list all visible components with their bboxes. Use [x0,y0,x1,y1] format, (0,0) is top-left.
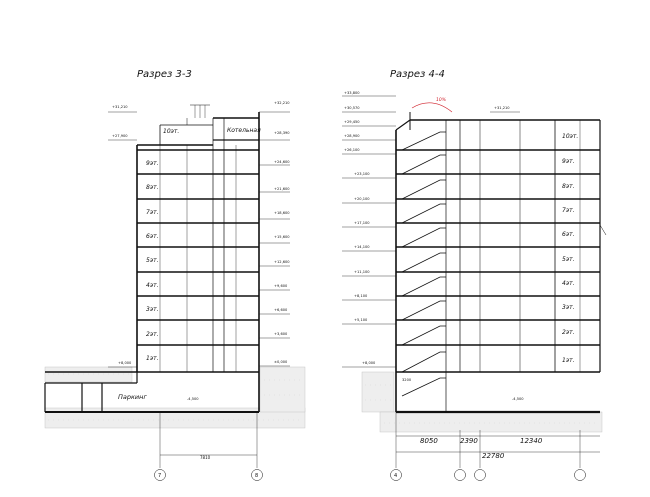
elevation-label: +15,600 [274,235,290,239]
right-ground-hatch [361,371,603,433]
left-floor-label: 2эт. [146,331,159,338]
ground-elevation-label: +8,000 [118,361,132,365]
right-elevation-labels: +33,800 +30,570 +29,450 +28,900 +26,100 … [344,91,524,401]
parking-label: Паркинг [118,393,147,401]
left-top-floor-label: 10эт. [163,128,179,135]
elevation-label: +14,100 [354,245,370,249]
dimension-label: 12340 [520,437,543,445]
elevation-label: +8,100 [354,294,368,298]
left-floor-label: 5эт. [146,257,159,264]
elevation-label: +28,390 [274,131,290,135]
slope-annotation: 10% [411,97,453,113]
right-floor-label: 2эт. [562,329,575,336]
right-floor-labels: 1эт. 2эт. 3эт. 4эт. 5эт. 6эт. 7эт. 8эт. … [562,133,578,364]
elevation-label: +21,600 [274,187,290,191]
elevation-label: +33,800 [344,91,360,95]
dimension-label: 8050 [420,437,438,445]
left-floor-label: 7эт. [146,209,159,216]
elevation-label: +23,100 [354,172,370,176]
elevation-label: +24,600 [274,160,290,164]
slope-label: 10% [436,97,446,103]
left-floor-label: 3эт. [146,306,159,313]
elevation-label: +20,100 [354,197,370,201]
right-floor-label: 4эт. [562,280,575,287]
left-floor-label: 8эт. [146,184,159,191]
elevation-label: +9,600 [274,284,288,288]
left-building-frame [44,104,260,468]
right-floor-label: 10эт. [562,133,578,140]
right-floor-label: 7эт. [562,207,575,214]
staircase [401,131,446,397]
basement-elevation-label: -4,500 [187,397,199,401]
ground-elevation-label: +8,000 [362,361,376,365]
elevation-label: +12,600 [274,260,290,264]
right-ground-dots [365,384,598,424]
left-axis-markers: 7 8 [154,469,263,481]
elevation-label: +11,100 [354,270,370,274]
elevation-label: +17,100 [354,221,370,225]
elevation-label: +32,210 [274,101,290,105]
right-axis-markers: 4 [390,469,586,481]
right-floor-label: 8эт. [562,183,575,190]
right-building-frame [395,112,607,468]
right-dimensions: 8050 2390 12340 22780 [420,437,543,460]
elevation-label: +6,600 [274,308,288,312]
left-floor-label: 9эт. [146,160,159,167]
right-elevation-leaders [342,95,520,368]
left-floor-label: 4эт. [146,282,159,289]
boiler-room-label: Котельная [227,127,261,134]
stair-level-label: 3200 [402,378,412,382]
right-floor-label: 1эт. [562,357,575,364]
section-3-3-title: Разрез 3-3 [137,69,192,80]
left-floor-labels: 1эт. 2эт. 3эт. 4эт. 5эт. 6эт. 7эт. 8эт. … [118,127,261,401]
left-ground-hatch [44,366,306,429]
elevation-label: +18,600 [274,211,290,215]
elevation-label: +26,100 [344,148,360,152]
left-ground-dots [48,373,300,421]
left-floor-label: 6эт. [146,233,159,240]
left-elevation-leaders [108,111,290,368]
axis-label: 4 [394,473,397,479]
left-floor-label: 1эт. [146,355,159,362]
basement-elevation-label: -4,500 [512,397,524,401]
right-floor-label: 9эт. [562,158,575,165]
elevation-label: +28,900 [344,134,360,138]
elevation-label: +5,100 [354,318,368,322]
right-floor-label: 6эт. [562,231,575,238]
elevation-label: +27,900 [112,134,128,138]
elevation-label: ±0,000 [274,360,288,364]
axis-dimension: 7810 [200,455,211,460]
left-elevation-labels: +32,210 +28,390 +24,600 +21,600 +18,600 … [112,101,290,401]
axis-label: 7 [158,473,161,479]
elevation-label: +31,210 [112,105,128,109]
elevation-label: +31,210 [494,106,510,110]
dimension-label: 2390 [460,437,478,445]
right-floor-label: 5эт. [562,256,575,263]
axis-label: 8 [255,473,258,479]
right-floor-label: 3эт. [562,304,575,311]
elevation-label: +30,570 [344,106,360,110]
elevation-label: +29,450 [344,120,360,124]
section-4-4-title: Разрез 4-4 [390,69,445,80]
total-dimension-label: 22780 [482,452,505,460]
elevation-label: +3,600 [274,332,288,336]
